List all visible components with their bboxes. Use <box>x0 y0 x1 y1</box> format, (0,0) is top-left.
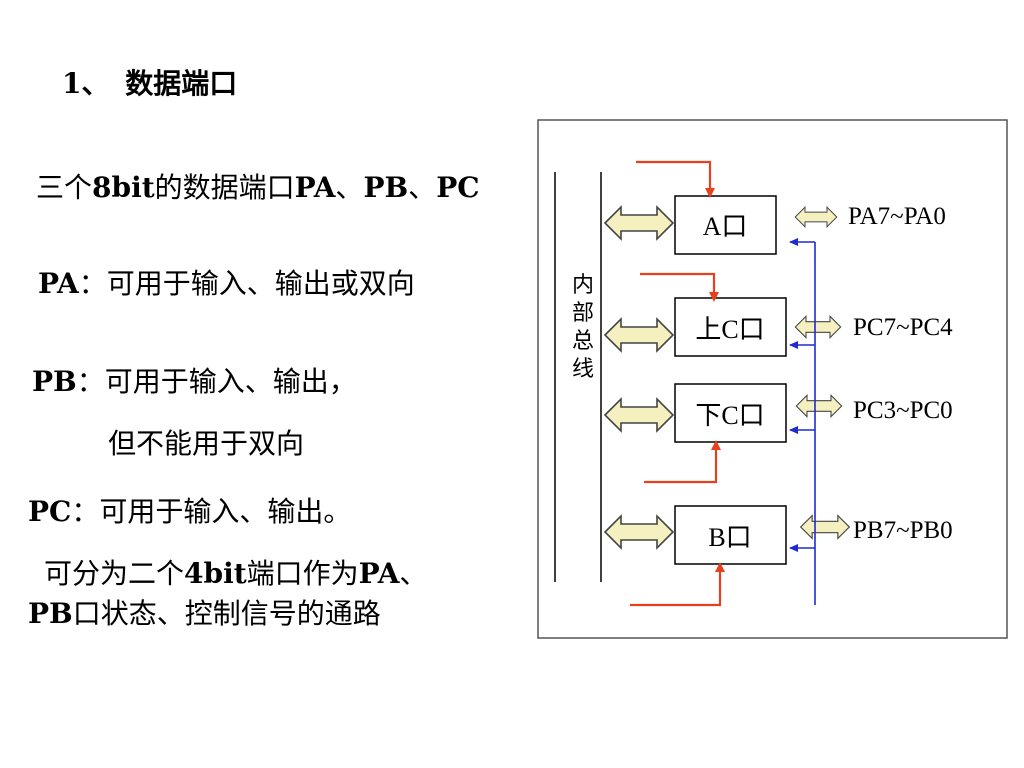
port-b-pins-arrow <box>800 514 850 540</box>
intro-pb: PB <box>363 171 409 204</box>
intro-sep1: 、 <box>335 171 364 204</box>
pc-text: ：可用于输入、输出。 <box>71 495 352 528</box>
control-arrow-c-lower <box>644 440 721 484</box>
pb-line-2: 但不能用于双向 <box>108 428 304 460</box>
pins-pc-lower: PC3~PC0 <box>853 397 953 424</box>
bus-port-a-arrow <box>604 206 674 240</box>
port-b-label: B口 <box>708 523 751 552</box>
bus-label-char-1: 内 <box>572 273 594 298</box>
split-line-2: PB口状态、控制信号的通路 <box>28 598 381 630</box>
port-c-upper-label: 上C口 <box>695 315 764 344</box>
bus-label-char-3: 总 <box>572 329 594 354</box>
intro-pa: PA <box>294 171 336 204</box>
intro-pc: PC <box>436 171 480 204</box>
intro-8bit: 8bit <box>92 171 155 204</box>
section-number: 1、 <box>62 67 110 100</box>
pb-line: PB：可用于输入、输出， <box>32 366 357 398</box>
section-title: 1、 数据端口 <box>62 68 237 100</box>
port-labels: A口 上C口 下C口 B口 <box>695 212 764 552</box>
intro-line: 三个8bit的数据端口PA、PB、PC <box>36 172 480 204</box>
split-a: 可分为二个 <box>44 557 185 590</box>
split-c: 端口作为 <box>246 557 359 590</box>
intro-c: 的数据端口 <box>154 171 295 204</box>
port-a-box <box>674 195 777 255</box>
pa-line: PA：可用于输入、输出或双向 <box>38 268 415 300</box>
split-sep: 、 <box>399 557 428 590</box>
pin-labels: PA7~PA0 PC7~PC4 PC3~PC0 PB7~PB0 <box>848 203 953 544</box>
pins-pc-upper: PC7~PC4 <box>853 314 953 341</box>
pins-pb: PB7~PB0 <box>853 517 953 544</box>
pb-text: ：可用于输入、输出， <box>76 365 357 398</box>
pb2-text: 但不能用于双向 <box>108 427 305 460</box>
intro-a: 三个 <box>36 171 93 204</box>
bus-label-char-4: 线 <box>572 357 594 382</box>
port-b-box <box>674 505 787 565</box>
port-c-lower-box <box>674 383 787 443</box>
port-cu-pins-arrow <box>794 315 842 339</box>
port-c-upper-box <box>674 297 787 357</box>
port-a-label: A口 <box>703 212 748 241</box>
pins-pa: PA7~PA0 <box>848 203 946 230</box>
bus-label: 内 部 总 线 <box>572 273 594 382</box>
pc-line: PC：可用于输入、输出。 <box>28 496 351 528</box>
bus-label-char-2: 部 <box>572 301 594 326</box>
section-title-text: 数据端口 <box>125 67 238 100</box>
port-a-pins-arrow <box>794 206 838 228</box>
pb-label: PB <box>32 365 77 398</box>
bus-port-cu-arrow <box>604 318 674 352</box>
pa-label: PA <box>38 267 79 300</box>
control-arrow-b <box>630 562 725 607</box>
split-line: 可分为二个4bit端口作为PA、 <box>44 558 427 590</box>
diagram-frame <box>537 119 1008 639</box>
split-4bit: 4bit <box>184 557 247 590</box>
control-arrow-a <box>636 160 715 198</box>
split-pa: PA <box>358 557 400 590</box>
split2-pb: PB <box>28 597 73 630</box>
split2-text: 口状态、控制信号的通路 <box>72 597 381 630</box>
pa-text: ：可用于输入、输出或双向 <box>78 267 415 300</box>
pc-label: PC <box>28 495 72 528</box>
intro-sep2: 、 <box>408 171 437 204</box>
control-arrow-c-upper <box>640 272 719 302</box>
bus-port-cl-arrow <box>604 398 674 432</box>
port-cl-pins-arrow <box>795 394 843 418</box>
port-c-lower-label: 下C口 <box>695 401 764 430</box>
bus-port-b-arrow <box>604 515 674 549</box>
